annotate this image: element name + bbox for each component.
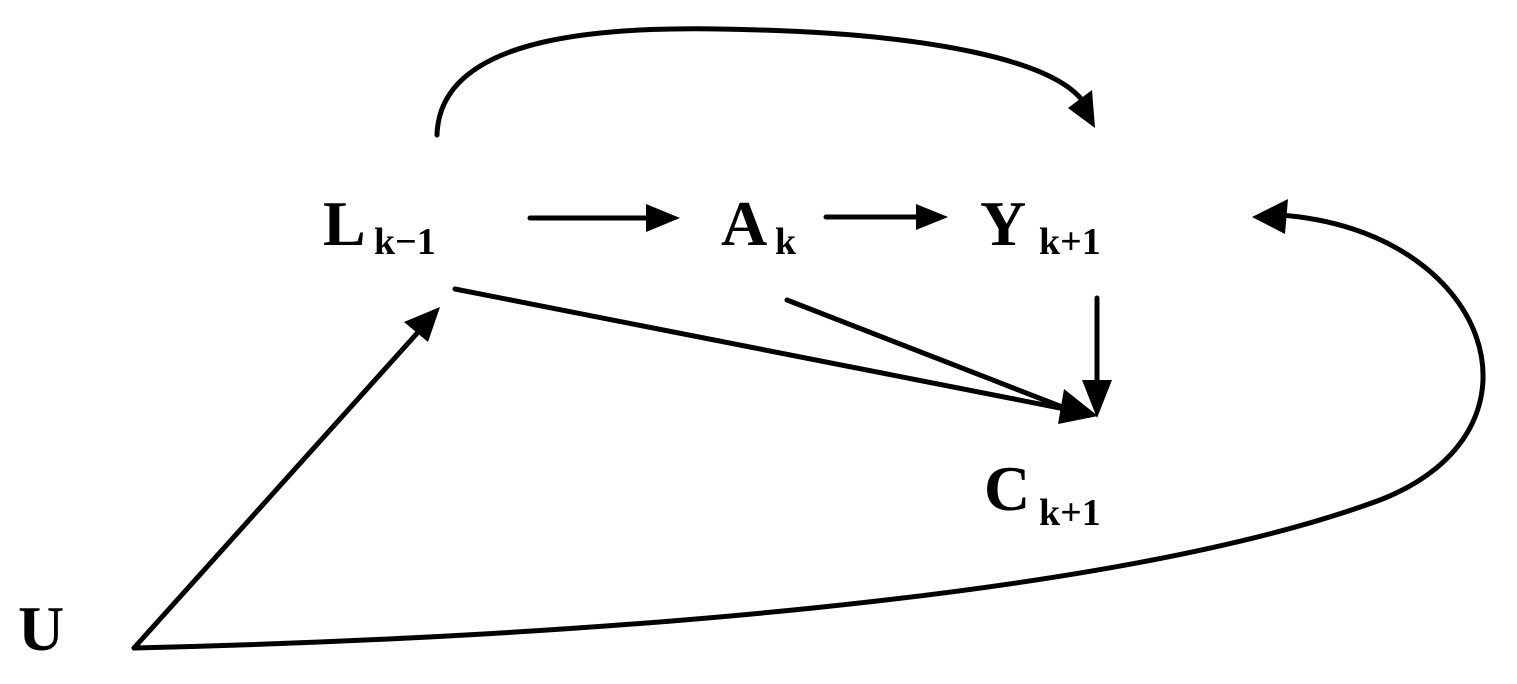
- node-Y: Y k+1: [980, 188, 1101, 263]
- edge-L-to-Y: [434, 26, 1095, 138]
- node-C-sub: k+1: [1039, 492, 1101, 534]
- node-Y-sub: k+1: [1039, 221, 1101, 263]
- edge-Y-to-C: [1082, 295, 1112, 418]
- edge-U-to-L: [131, 307, 440, 651]
- node-A-main: A: [721, 188, 767, 259]
- node-L: L k−1: [323, 188, 436, 263]
- node-Y-main: Y: [980, 188, 1026, 259]
- node-U-main: U: [18, 593, 64, 664]
- node-L-sub: k−1: [374, 221, 436, 263]
- node-C: C k+1: [984, 453, 1101, 534]
- edge-L-to-A: [527, 204, 680, 232]
- edge-U-to-Y: [131, 199, 1486, 651]
- node-L-main: L: [323, 188, 366, 259]
- node-U: U: [18, 593, 64, 664]
- edge-A-to-Y: [823, 204, 948, 230]
- edge-A-to-C: [784, 297, 1073, 413]
- node-A: A k: [721, 188, 797, 263]
- edge-L-to-C: [452, 286, 1073, 413]
- arrowhead-into-C: [1058, 389, 1098, 424]
- node-A-sub: k: [775, 221, 797, 263]
- node-C-main: C: [984, 453, 1030, 524]
